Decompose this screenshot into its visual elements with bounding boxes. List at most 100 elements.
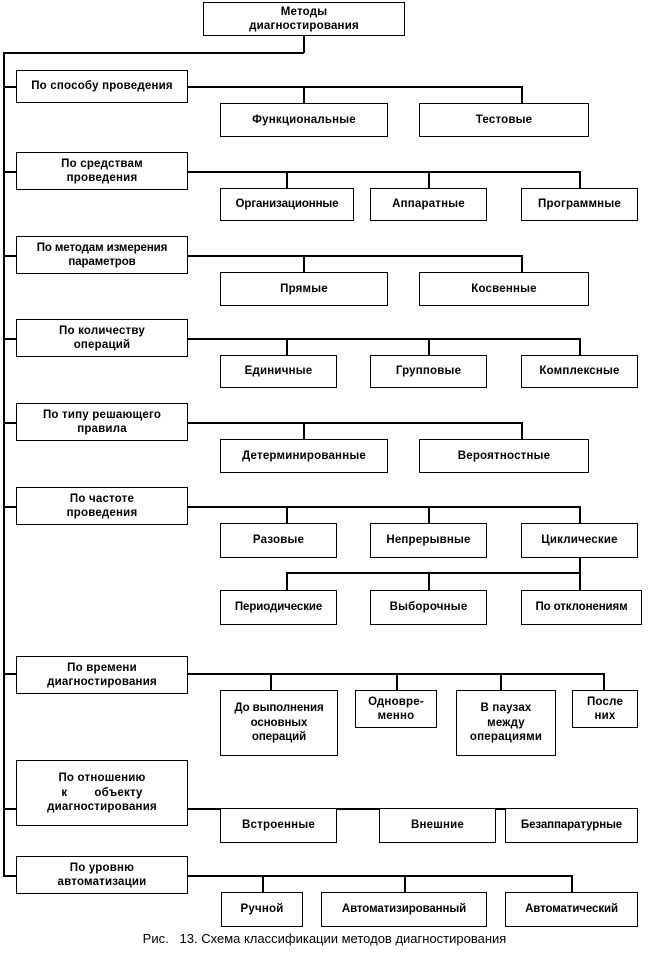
connector-branch-9-stub (3, 875, 17, 877)
node-1-child-2-label: Тестовые (475, 113, 533, 126)
connector-branch-9-drop-2 (404, 875, 406, 892)
node-7-child-3-line2: между (487, 716, 525, 729)
node-6-child-2-label: Непрерывные (386, 534, 471, 547)
connector-branch-1-stub (3, 86, 17, 88)
node-7-child-2-line2: менно (377, 710, 415, 722)
connector-branch-2-bus (187, 171, 580, 173)
node-6b-child-3-label: По отклонениям (535, 601, 628, 614)
node-6b-child-1: Периодические (220, 590, 337, 625)
node-7-child-4: После них (572, 690, 638, 728)
connector-branch-7-drop-4 (603, 673, 605, 690)
node-7-child-3-line3: операциями (469, 731, 543, 744)
node-8-child-1-label: Встроенные (242, 819, 315, 832)
node-9-child-1: Ручной (221, 892, 303, 927)
node-4-child-2-label: Групповые (395, 365, 462, 378)
node-9-child-2: Автоматизированный (321, 892, 487, 927)
node-branch-4-line2: операций (73, 339, 131, 351)
connector-branch-7-drop-1 (270, 673, 272, 690)
node-branch-9: По уровню автоматизации (16, 856, 188, 894)
connector-branch-9-drop-3 (571, 875, 573, 892)
node-2-child-1-label: Организационные (235, 198, 339, 211)
node-branch-7-line1: По времени (67, 661, 137, 674)
node-branch-8-line1: По отношению (58, 772, 146, 785)
node-1-child-1-label: Функциональные (252, 113, 356, 126)
connector-branch-5-drop-2 (521, 422, 523, 439)
node-branch-2: По средствам проведения (16, 152, 188, 190)
connector-branch-1-drop-1 (303, 86, 305, 103)
node-4-child-2: Групповые (370, 355, 487, 388)
connector-branch-6-bus (187, 506, 580, 508)
node-6b-child-1-label: Периодические (234, 601, 323, 614)
node-7-child-1-line1: До выполнения (234, 702, 324, 715)
node-9-child-3-label: Автоматический (525, 903, 618, 916)
connector-branch-6b-drop-1 (286, 572, 288, 590)
connector-branch-5-bus (187, 422, 523, 424)
node-root-line2: диагностирования (249, 20, 359, 32)
node-branch-8-line2: к объекту (61, 786, 143, 799)
node-6b-child-3: По отклонениям (521, 590, 642, 625)
node-branch-6-line1: По частоте (69, 492, 135, 505)
connector-branch-2-drop-1 (286, 171, 288, 188)
node-7-child-2: Одновре- менно (355, 690, 437, 728)
connector-branch-6-drop-1 (286, 506, 288, 523)
connector-branch-1-drop-2 (521, 86, 523, 103)
node-branch-5-line2: правила (77, 423, 127, 435)
node-branch-3-line1: По методам измерения (36, 241, 168, 254)
node-3-child-2: Косвенные (419, 272, 589, 306)
node-8-child-2: Внешние (379, 808, 496, 843)
node-7-child-4-line2: них (594, 710, 616, 722)
node-8-child-1: Встроенные (220, 808, 337, 843)
connector-branch-9-bus (187, 875, 572, 877)
node-6b-child-2: Выборочные (370, 590, 487, 625)
node-5-child-1: Детерминированные (220, 439, 388, 473)
node-branch-2-line1: По средствам (61, 157, 143, 170)
node-4-child-1-label: Единичные (244, 365, 313, 378)
node-7-child-1-line2: основных (250, 716, 308, 729)
node-7-child-3-line1: В паузах (480, 702, 532, 715)
node-branch-5-line1: По типу решающего (42, 408, 162, 421)
connector-branch-7-drop-3 (500, 673, 502, 690)
node-6-child-1: Разовые (220, 523, 337, 558)
node-4-child-1: Единичные (220, 355, 337, 388)
node-1-child-1: Функциональные (220, 103, 388, 137)
connector-branch-6b-drop-3 (579, 572, 581, 590)
node-2-child-3-label: Программные (538, 198, 621, 211)
connector-branch-2-drop-3 (579, 171, 581, 188)
connector-branch-4-drop-1 (286, 338, 288, 355)
connector-branch-4-drop-2 (428, 338, 430, 355)
connector-branch-5-stub (3, 422, 17, 424)
node-9-child-3: Автоматический (505, 892, 638, 927)
figure-caption: Рис. 13. Схема классификации методов диа… (142, 931, 507, 946)
node-branch-6: По частоте проведения (16, 487, 188, 525)
connector-main-trunk (3, 52, 5, 876)
node-2-child-2-label: Аппаратные (392, 198, 465, 211)
node-6-child-1-label: Разовые (252, 534, 305, 547)
connector-branch-3-bus (187, 255, 523, 257)
node-7-child-3: В паузах между операциями (456, 690, 556, 756)
node-7-child-1: До выполнения основных операций (220, 690, 338, 756)
connector-branch-8-stub (3, 808, 17, 810)
node-2-child-2: Аппаратные (370, 188, 487, 221)
node-7-child-2-line1: Одновре- (368, 695, 424, 708)
connector-branch-6-stub (3, 506, 17, 508)
connector-branch-7-drop-2 (396, 673, 398, 690)
node-branch-8: По отношению к объекту диагностирования (16, 760, 188, 826)
connector-branch-3-drop-2 (521, 255, 523, 272)
node-6-child-3: Циклические (521, 523, 638, 558)
connector-branch-4-bus (187, 338, 580, 340)
node-branch-8-line3: диагностирования (47, 801, 157, 814)
connector-branch-6-drop-2 (428, 506, 430, 523)
node-branch-9-line2: автоматизации (57, 876, 147, 888)
node-9-child-1-label: Ручной (240, 903, 284, 916)
node-branch-7-line2: диагностирования (47, 676, 157, 688)
node-branch-9-line1: По уровню (69, 861, 135, 874)
node-branch-4-line1: По количеству (59, 324, 145, 337)
node-8-child-3-label: Безаппаратурные (520, 819, 623, 832)
node-branch-2-line2: проведения (66, 172, 138, 184)
connector-branch-6-bus-row2 (286, 572, 581, 574)
node-5-child-2: Вероятностные (419, 439, 589, 473)
node-branch-3: По методам измерения параметров (16, 236, 188, 274)
connector-branch-5-drop-1 (303, 422, 305, 439)
connector-branch-1-bus (187, 86, 523, 88)
node-4-child-3-label: Комплексные (539, 365, 620, 378)
